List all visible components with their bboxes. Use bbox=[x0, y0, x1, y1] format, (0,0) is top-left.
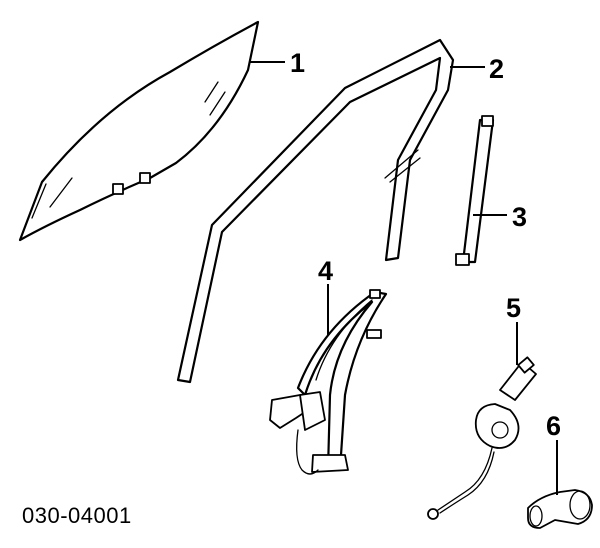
diagram-code: 030-04001 bbox=[22, 503, 132, 528]
part-3-lower-sash bbox=[455, 115, 495, 266]
callout-4: 4 bbox=[318, 256, 333, 286]
part-6-handle bbox=[527, 489, 593, 529]
part-5-window-motor bbox=[427, 356, 537, 520]
callout-6: 6 bbox=[546, 411, 561, 441]
callout-1: 1 bbox=[290, 48, 305, 78]
part-2-glass-run-channel bbox=[176, 38, 455, 384]
callout-3: 3 bbox=[512, 202, 527, 232]
part-4-window-regulator bbox=[269, 289, 388, 475]
callout-2: 2 bbox=[489, 54, 504, 84]
part-1-door-glass bbox=[18, 20, 260, 242]
callout-5: 5 bbox=[506, 293, 521, 323]
